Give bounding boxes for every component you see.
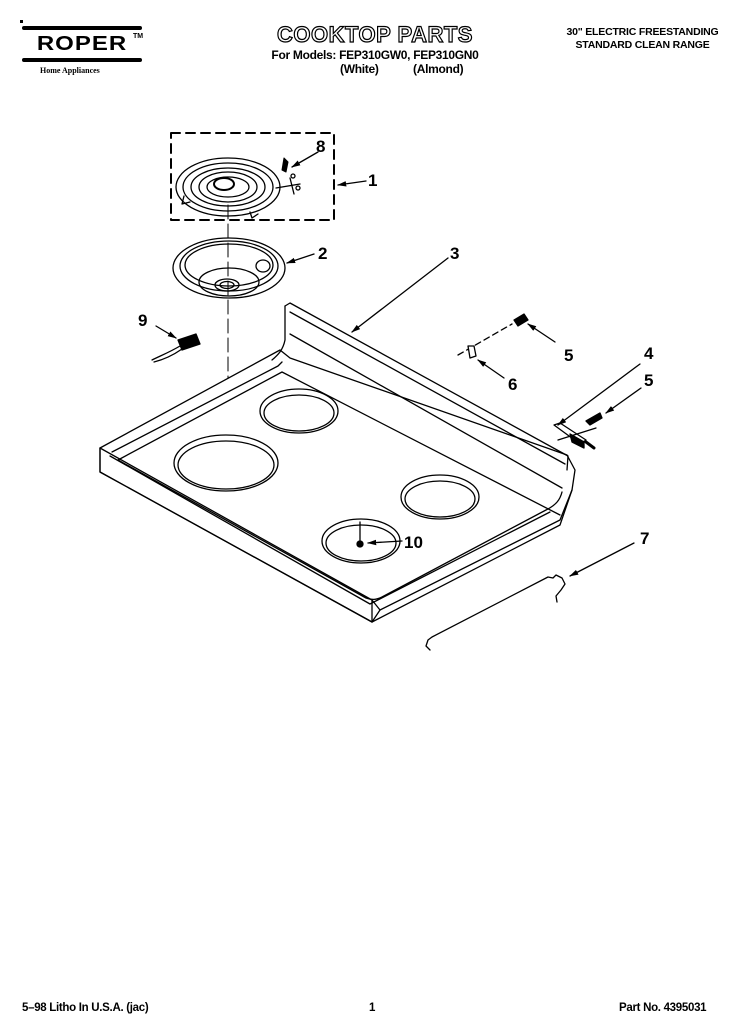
part-number: Part No. 4395031 xyxy=(619,1002,707,1014)
leader-6 xyxy=(477,359,505,379)
surface-element-icon xyxy=(175,157,301,219)
element-assembly-box xyxy=(170,132,335,221)
page-number: 1 xyxy=(369,1002,376,1014)
brand-name: ROPER xyxy=(36,32,128,56)
product-type-line-2: STANDARD CLEAN RANGE xyxy=(575,39,710,51)
product-type: 30" ELECTRIC FREESTANDING STANDARD CLEAN… xyxy=(535,26,750,52)
element-clip-icon xyxy=(281,151,319,173)
print-info: 5–98 Litho In U.S.A. (jac) xyxy=(22,1002,149,1014)
callout-4: 4 xyxy=(644,344,654,363)
callout-3: 3 xyxy=(450,244,459,263)
callout-7: 7 xyxy=(640,529,649,548)
page-title: COOKTOP PARTS xyxy=(276,21,473,47)
logo-bar-bottom xyxy=(22,58,142,62)
product-type-line-1: 30" ELECTRIC FREESTANDING xyxy=(566,26,719,38)
screw-icon xyxy=(457,313,529,359)
cooktop-icon xyxy=(99,302,576,623)
leader-3 xyxy=(351,257,449,333)
leader-4 xyxy=(557,363,641,426)
terminal-block-icon xyxy=(151,325,201,363)
leader-10 xyxy=(367,539,403,546)
leader-5b xyxy=(605,387,642,414)
drip-bowl-icon xyxy=(172,237,286,299)
model-color-white: (White) xyxy=(340,62,379,76)
brand-logo: ROPER xyxy=(22,26,142,62)
brand-subtitle: Home Appliances xyxy=(40,66,100,75)
models-line: For Models: FEP310GW0, FEP310GN0 xyxy=(271,48,479,62)
leader-2 xyxy=(286,253,315,264)
trademark-mark: TM xyxy=(133,33,144,40)
model-color-almond: (Almond) xyxy=(413,62,464,76)
leader-1 xyxy=(337,180,367,187)
logo-bar-top xyxy=(22,26,142,30)
leader-5a xyxy=(527,323,556,343)
callout-8: 8 xyxy=(316,137,325,156)
leader-7 xyxy=(569,542,635,577)
callout-2: 2 xyxy=(318,244,327,263)
model-colors: (White) (Almond) xyxy=(340,62,464,76)
callout-5a: 5 xyxy=(564,346,573,365)
callout-6: 6 xyxy=(508,375,517,394)
hinge-bracket-icon xyxy=(553,412,603,450)
callout-9: 9 xyxy=(138,311,147,330)
support-rod-icon xyxy=(425,574,566,651)
callout-1: 1 xyxy=(368,171,377,190)
callout-10: 10 xyxy=(404,533,423,552)
callout-5b: 5 xyxy=(644,371,653,390)
registration-mark xyxy=(20,20,23,23)
